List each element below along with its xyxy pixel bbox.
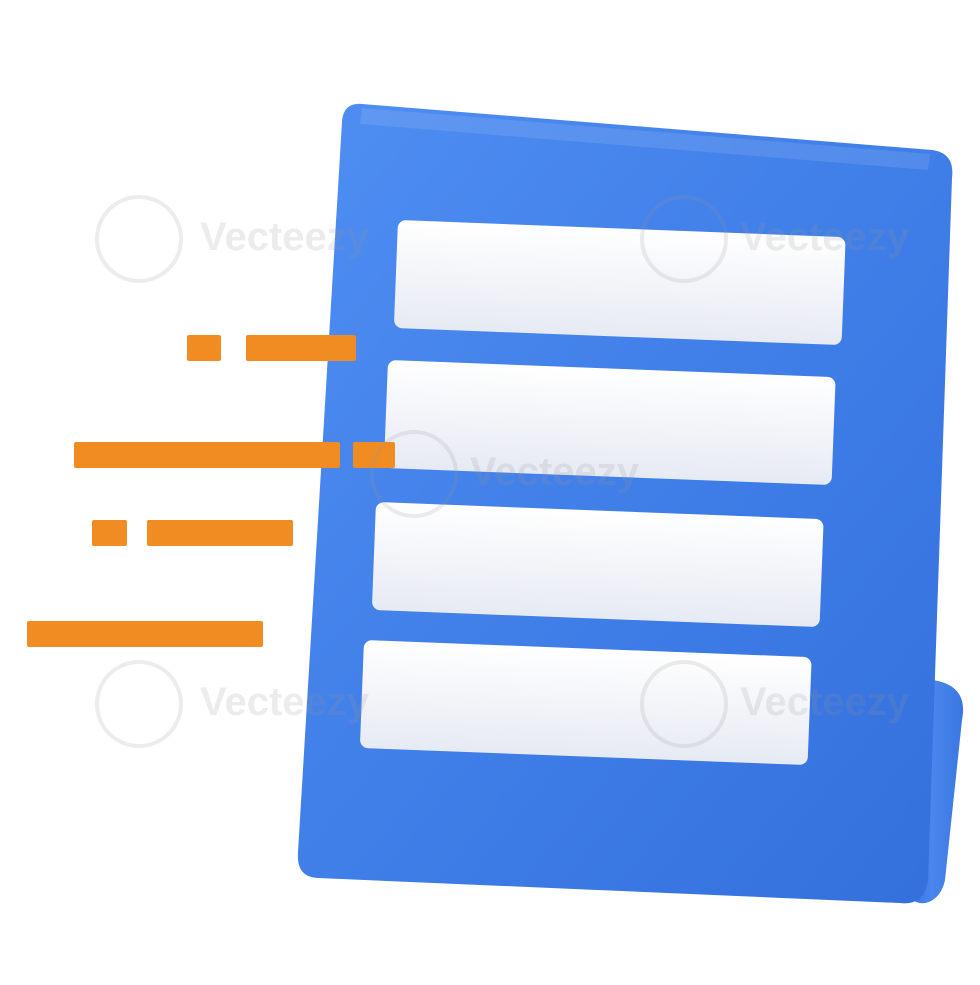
text-line-1 <box>394 220 846 345</box>
paper-top-highlight <box>360 108 930 170</box>
speed-dash-1b <box>246 335 356 361</box>
speed-dash-2b <box>353 442 395 468</box>
speed-dash-1a <box>187 335 221 361</box>
speed-dash-3b <box>147 520 293 546</box>
text-line-2 <box>384 360 836 485</box>
speed-dash-2a <box>74 442 340 468</box>
speed-lines <box>27 335 395 647</box>
text-line-4 <box>360 640 812 765</box>
speed-dash-4 <box>27 621 263 647</box>
text-lines <box>360 220 846 765</box>
speed-dash-3a <box>92 520 127 546</box>
text-line-3 <box>372 502 824 627</box>
